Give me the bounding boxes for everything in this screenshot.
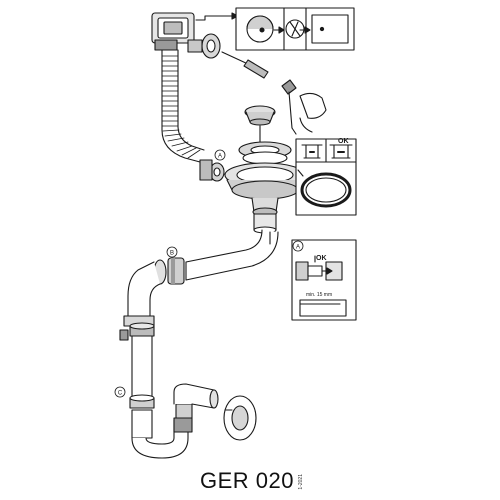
overflow-hose	[161, 49, 205, 163]
gasket-inset	[295, 138, 357, 216]
min-length-label: min. 15 mm	[306, 292, 332, 298]
callout-a-top: A	[218, 154, 222, 160]
elbow-fitting	[123, 257, 185, 327]
pipe-ok-label: OK	[316, 255, 327, 262]
sink-outlet-body	[224, 141, 306, 234]
hand-tighten-detail	[299, 92, 327, 133]
callout-c-trap: C	[118, 391, 123, 397]
product-code: GER 020	[200, 468, 294, 493]
faceplate-sequence-inset	[235, 7, 355, 51]
callout-b-elbow: B	[170, 251, 174, 257]
wall-rosette	[223, 395, 257, 441]
strainer-basket	[244, 105, 276, 143]
vertical-pipe	[119, 322, 155, 397]
revision-note: 1-2021	[298, 474, 304, 490]
screwdriver	[281, 79, 297, 135]
hose-connector	[199, 159, 237, 182]
bottle-trap	[129, 383, 219, 459]
horizontal-drain-pipe	[185, 229, 279, 281]
overflow-screw	[187, 33, 269, 79]
pipe-cutting-inset	[291, 239, 357, 321]
gasket-ok-label: OK	[338, 138, 349, 145]
overflow-faceplate	[151, 12, 195, 51]
callout-a-inset: A	[296, 245, 300, 251]
callout-markers	[114, 149, 304, 398]
